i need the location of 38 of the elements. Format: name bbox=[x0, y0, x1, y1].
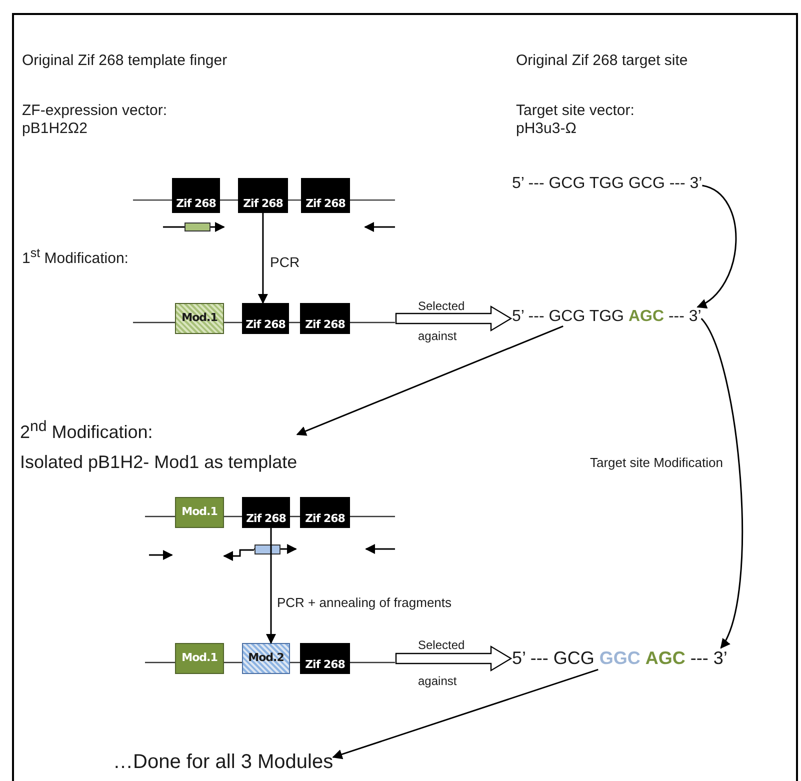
module-box: Mod.1 bbox=[175, 303, 224, 334]
dna-sequence-text: 5’ --- GCG TGG GCG --- 3’ bbox=[512, 174, 702, 194]
vector-name: ZF-expression vector: pB1H2Ω2 bbox=[22, 102, 168, 138]
zinc-finger-box: Zif 268 bbox=[300, 303, 350, 334]
selection-arrow bbox=[395, 645, 512, 672]
edge-label: Target site Modification bbox=[590, 455, 723, 470]
zinc-finger-box: Zif 268 bbox=[300, 497, 350, 528]
edge-label: PCR bbox=[270, 254, 300, 270]
zinc-finger-box: Zif 268 bbox=[242, 303, 289, 334]
step-heading: 2$^{nd}$ Modification: bbox=[20, 418, 154, 444]
module-box: Mod.2 bbox=[242, 643, 290, 674]
dna-sequence-text: 5’ --- GCG GGC AGC --- 3’ bbox=[512, 648, 728, 670]
dna-sequence-text: 5’ --- GCG TGG AGC --- 3’ bbox=[512, 307, 702, 326]
arrow-caption: Selected bbox=[418, 638, 465, 652]
selection-arrow bbox=[395, 305, 512, 332]
arrow bbox=[258, 213, 268, 304]
section-heading: Original Zif 268 template finger bbox=[22, 52, 228, 70]
arrow bbox=[700, 318, 743, 649]
zinc-finger-box: Zif 268 bbox=[301, 178, 350, 213]
zinc-finger-box: Zif 268 bbox=[242, 497, 290, 528]
zinc-finger-box: Zif 268 bbox=[238, 178, 288, 213]
arrow bbox=[696, 184, 737, 308]
arrow bbox=[266, 528, 276, 644]
module-box: Mod.1 bbox=[175, 497, 224, 528]
step-description: Isolated pB1H2- Mod1 as template bbox=[20, 452, 298, 474]
module-box: Mod.1 bbox=[175, 643, 224, 674]
arrow-caption: against bbox=[418, 329, 457, 344]
closing-text: …Done for all 3 Modules bbox=[113, 750, 334, 774]
edge-label: PCR + annealing of fragments bbox=[277, 595, 452, 610]
arrow bbox=[332, 668, 598, 760]
arrow-caption: against bbox=[418, 674, 457, 688]
arrow bbox=[296, 326, 564, 436]
step-heading: 1$^{st}$ Modification: bbox=[22, 246, 128, 268]
arrow-caption: Selected bbox=[418, 299, 465, 314]
zinc-finger-box: Zif 268 bbox=[172, 178, 220, 213]
section-heading: Original Zif 268 target site bbox=[516, 52, 688, 70]
zinc-finger-box: Zif 268 bbox=[300, 643, 350, 674]
vector-name: Target site vector: pH3u3-Ω bbox=[516, 102, 636, 138]
